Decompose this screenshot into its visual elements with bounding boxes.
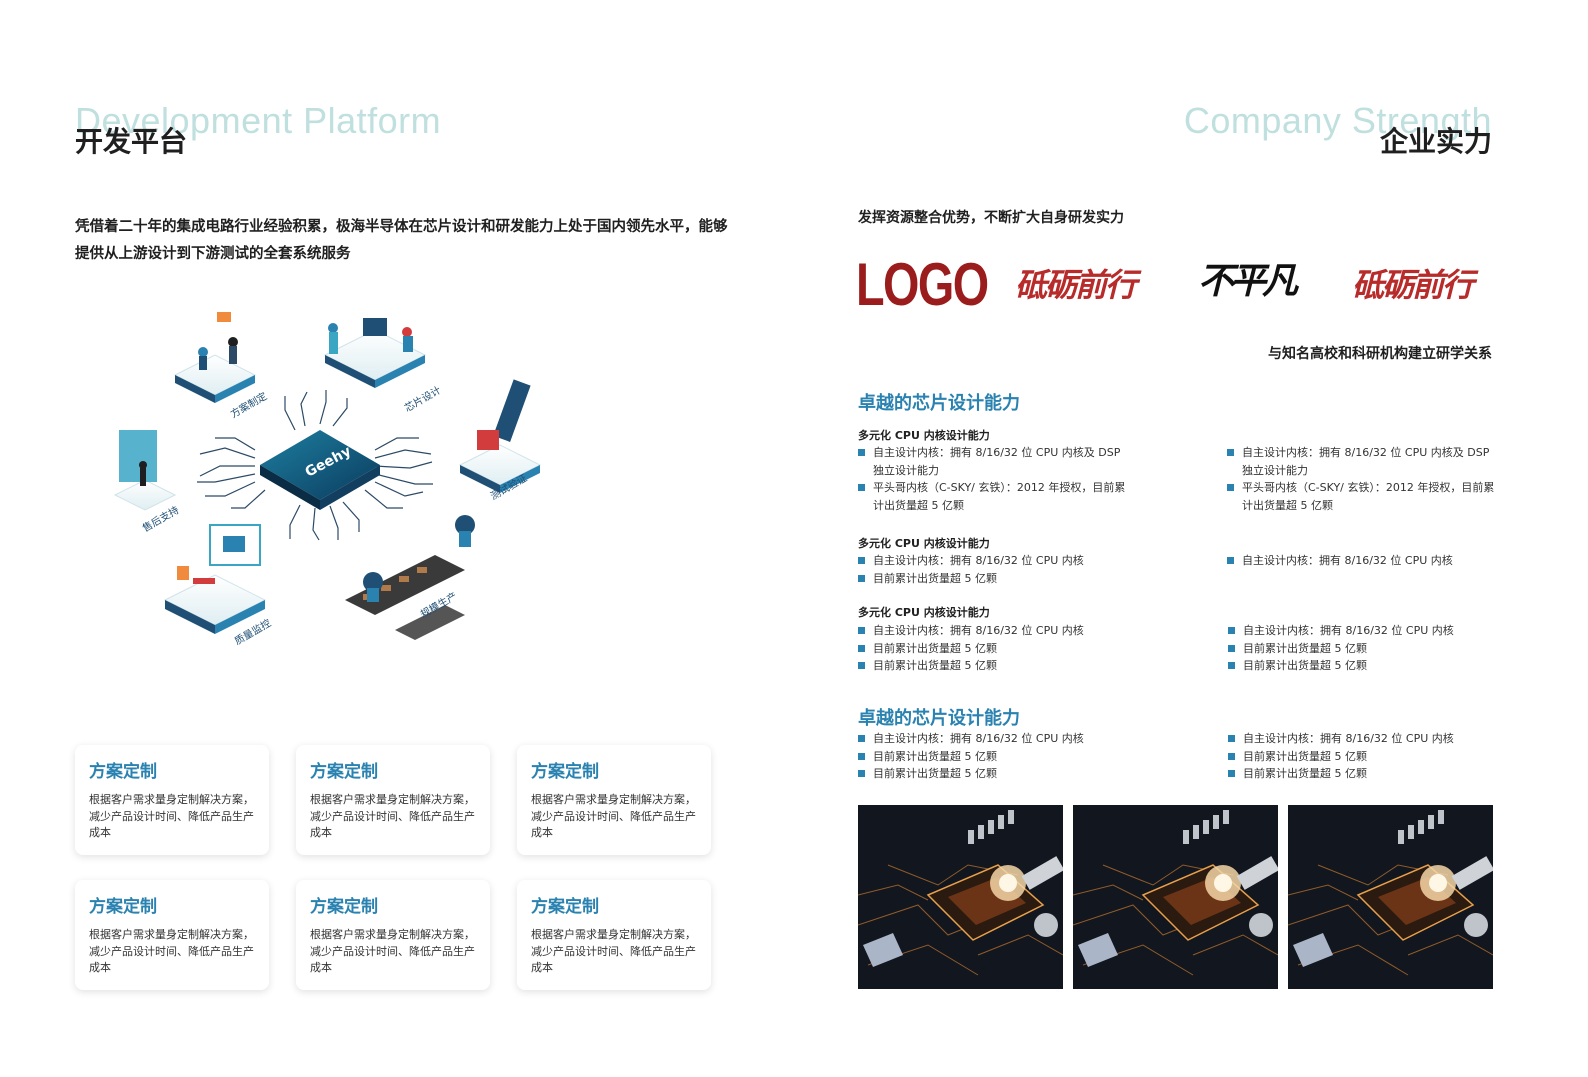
feature-list: 自主设计内核：拥有 8/16/32 位 CPU 内核 目前累计出货量超 5 亿颗 xyxy=(858,552,1138,587)
subsection-heading: 多元化 CPU 内核设计能力 xyxy=(858,606,990,619)
isometric-diagram: Geehy xyxy=(113,312,542,648)
section-heading: 卓越的芯片设计能力 xyxy=(858,708,1020,729)
calligraphy-logo-3: 砥砺前行 xyxy=(1352,250,1492,320)
list-item: 目前累计出货量超 5 亿颗 xyxy=(1228,748,1498,766)
list-item: 自主设计内核：拥有 8/16/32 位 CPU 内核 xyxy=(858,552,1138,570)
list-item: 自主设计内核：拥有 8/16/32 位 CPU 内核及 DSP 独立设计能力 xyxy=(858,444,1128,479)
development-platform-illustration: Geehy xyxy=(105,300,565,680)
feature-list: 自主设计内核：拥有 8/16/32 位 CPU 内核 目前累计出货量超 5 亿颗… xyxy=(858,730,1138,783)
card-text: 根据客户需求量身定制解决方案，减少产品设计时间、降低产品生产成本 xyxy=(531,928,696,974)
card-text: 根据客户需求量身定制解决方案，减少产品设计时间、降低产品生产成本 xyxy=(310,928,475,974)
logo-text: LOGO xyxy=(856,251,989,318)
feature-list: 自主设计内核：拥有 8/16/32 位 CPU 内核及 DSP 独立设计能力 平… xyxy=(1227,444,1497,514)
calligraphy-text-3: 砥砺前行 xyxy=(1352,266,1474,304)
card-title: 方案定制 xyxy=(89,762,157,782)
service-card: 方案定制 根据客户需求量身定制解决方案，减少产品设计时间、降低产品生产成本 xyxy=(517,745,711,855)
chip-robot-photo xyxy=(1073,805,1278,989)
left-page-title: 开发平台 xyxy=(75,125,188,158)
service-card: 方案定制 根据客户需求量身定制解决方案，减少产品设计时间、降低产品生产成本 xyxy=(296,745,490,855)
list-item: 目前累计出货量超 5 亿颗 xyxy=(1228,640,1498,658)
subsection-heading: 多元化 CPU 内核设计能力 xyxy=(858,537,990,550)
list-item: 目前累计出货量超 5 亿颗 xyxy=(858,657,1138,675)
feature-list: 自主设计内核：拥有 8/16/32 位 CPU 内核 目前累计出货量超 5 亿颗… xyxy=(1228,730,1498,783)
feature-list: 自主设计内核：拥有 8/16/32 位 CPU 内核 目前累计出货量超 5 亿颗… xyxy=(858,622,1138,675)
feature-list: 自主设计内核：拥有 8/16/32 位 CPU 内核 xyxy=(1227,552,1497,570)
list-item: 自主设计内核：拥有 8/16/32 位 CPU 内核 xyxy=(1228,622,1498,640)
card-title: 方案定制 xyxy=(310,897,378,917)
partnership-text: 与知名高校和科研机构建立研学关系 xyxy=(1268,346,1492,362)
list-item: 目前累计出货量超 5 亿颗 xyxy=(858,570,1138,588)
logo-image: LOGO xyxy=(856,250,989,320)
service-card: 方案定制 根据客户需求量身定制解决方案，减少产品设计时间、降低产品生产成本 xyxy=(517,880,711,990)
station-solution xyxy=(173,312,257,403)
card-text: 根据客户需求量身定制解决方案，减少产品设计时间、降低产品生产成本 xyxy=(531,793,696,839)
card-text: 根据客户需求量身定制解决方案，减少产品设计时间、降低产品生产成本 xyxy=(89,928,254,974)
list-item: 目前累计出货量超 5 亿颗 xyxy=(858,748,1138,766)
geehy-chip xyxy=(260,430,380,510)
intro-paragraph: 凭借着二十年的集成电路行业经验积累，极海半导体在芯片设计和研发能力上处于国内领先… xyxy=(75,219,728,262)
chip-photo-graphic xyxy=(1288,805,1493,989)
calligraphy-logo-1: 砥砺前行 xyxy=(1015,250,1155,320)
card-title: 方案定制 xyxy=(89,897,157,917)
list-item: 目前累计出货量超 5 亿颗 xyxy=(1228,657,1498,675)
card-text: 根据客户需求量身定制解决方案，减少产品设计时间、降低产品生产成本 xyxy=(310,793,475,839)
list-item: 目前累计出货量超 5 亿颗 xyxy=(1228,765,1498,783)
station-production xyxy=(345,515,475,640)
resource-lead: 发挥资源整合优势，不断扩大自身研发实力 xyxy=(858,210,1124,226)
left-background-title: Development Platform xyxy=(75,100,442,141)
calligraphy-logo-2: 不平凡 xyxy=(1198,250,1308,320)
station-label-solution: 方案制定 xyxy=(228,389,269,420)
list-item: 平头哥内核（C-SKY/ 玄铁）：2012 年授权，目前累计出货量超 5 亿颗 xyxy=(858,479,1128,514)
service-card: 方案定制 根据客户需求量身定制解决方案，减少产品设计时间、降低产品生产成本 xyxy=(75,880,269,990)
card-title: 方案定制 xyxy=(310,762,378,782)
chip-robot-photo xyxy=(1288,805,1493,989)
card-text: 根据客户需求量身定制解决方案，减少产品设计时间、降低产品生产成本 xyxy=(89,793,254,839)
list-item: 自主设计内核：拥有 8/16/32 位 CPU 内核及 DSP 独立设计能力 xyxy=(1227,444,1497,479)
station-quality xyxy=(163,524,267,634)
chip-robot-photo xyxy=(858,805,1063,989)
section-heading: 卓越的芯片设计能力 xyxy=(858,393,1020,414)
list-item: 平头哥内核（C-SKY/ 玄铁）：2012 年授权，目前累计出货量超 5 亿颗 xyxy=(1227,479,1497,514)
list-item: 自主设计内核：拥有 8/16/32 位 CPU 内核 xyxy=(858,730,1138,748)
station-label-design: 芯片设计 xyxy=(402,383,443,414)
station-testing xyxy=(458,379,542,493)
feature-list: 自主设计内核：拥有 8/16/32 位 CPU 内核及 DSP 独立设计能力 平… xyxy=(858,444,1128,514)
circuit-traces xyxy=(197,390,433,541)
list-item: 目前累计出货量超 5 亿颗 xyxy=(858,765,1138,783)
list-item: 自主设计内核：拥有 8/16/32 位 CPU 内核 xyxy=(1228,730,1498,748)
right-background-title: Company Strength xyxy=(1183,100,1492,141)
card-title: 方案定制 xyxy=(531,762,599,782)
list-item: 目前累计出货量超 5 亿颗 xyxy=(858,640,1138,658)
list-item: 自主设计内核：拥有 8/16/32 位 CPU 内核 xyxy=(858,622,1138,640)
subsection-heading: 多元化 CPU 内核设计能力 xyxy=(858,429,990,442)
station-design xyxy=(323,318,427,388)
right-page-title: 企业实力 xyxy=(1379,125,1492,158)
service-card: 方案定制 根据客户需求量身定制解决方案，减少产品设计时间、降低产品生产成本 xyxy=(296,880,490,990)
service-card: 方案定制 根据客户需求量身定制解决方案，减少产品设计时间、降低产品生产成本 xyxy=(75,745,269,855)
list-item: 自主设计内核：拥有 8/16/32 位 CPU 内核 xyxy=(1227,552,1497,570)
chip-photo-graphic xyxy=(858,805,1063,989)
station-aftersales xyxy=(113,430,177,511)
chip-photo-graphic xyxy=(1073,805,1278,989)
feature-list: 自主设计内核：拥有 8/16/32 位 CPU 内核 目前累计出货量超 5 亿颗… xyxy=(1228,622,1498,675)
calligraphy-text-1: 砥砺前行 xyxy=(1015,266,1137,304)
card-title: 方案定制 xyxy=(531,897,599,917)
calligraphy-text-2: 不平凡 xyxy=(1198,260,1298,302)
